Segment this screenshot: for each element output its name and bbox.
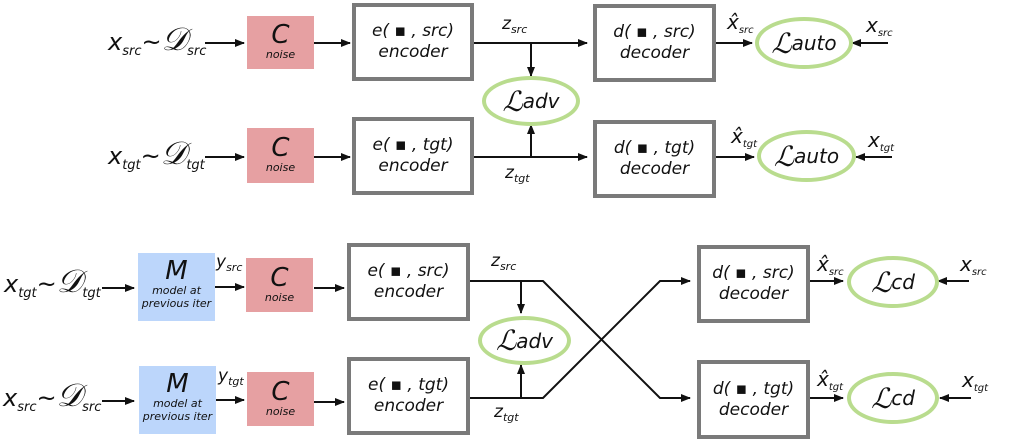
latent-label: ztgt	[505, 163, 530, 185]
input-distribution: xtgt~𝒟tgt	[108, 134, 205, 173]
previous-model-block: M model at previous iter	[138, 253, 215, 321]
input-distribution: xsrc~𝒟src	[3, 376, 102, 415]
noise-block: C noise	[246, 258, 313, 312]
target-label: xtgt	[962, 368, 989, 394]
input-distribution: xtgt~𝒟tgt	[4, 262, 101, 301]
reconstruction-label: x̂tgt	[817, 367, 844, 393]
reconstruction-label: x̂src	[817, 252, 844, 278]
decoder-block: d( ▪ , tgt) decoder	[593, 120, 716, 198]
decoder-block: d( ▪ , src) decoder	[593, 4, 716, 82]
encoder-block: e( ▪ , tgt) encoder	[352, 117, 474, 195]
input-distribution: xsrc~𝒟src	[108, 20, 207, 59]
encoder-block: e( ▪ , tgt) encoder	[347, 357, 470, 435]
noise-block: C noise	[247, 372, 314, 426]
latent-label: zsrc	[491, 251, 517, 273]
decoder-block: d( ▪ , src) decoder	[697, 245, 810, 323]
reconstruction-label: x̂tgt	[731, 124, 758, 150]
translation-label: ysrc	[216, 252, 243, 274]
target-label: xsrc	[960, 252, 987, 278]
decoder-block: d( ▪ , tgt) decoder	[697, 360, 810, 439]
encoder-block: e( ▪ , src) encoder	[347, 243, 470, 321]
noise-block: C noise	[247, 16, 314, 69]
latent-label: ztgt	[494, 402, 519, 424]
reconstruction-label: x̂src	[727, 10, 754, 36]
previous-model-block: M model at previous iter	[139, 366, 216, 434]
encoder-block: e( ▪ , src) encoder	[352, 3, 474, 81]
target-label: xsrc	[866, 13, 893, 39]
target-label: xtgt	[868, 128, 895, 154]
arrow-cross-tgt-to-src-decoder	[470, 277, 691, 399]
latent-label: zsrc	[502, 14, 528, 36]
translation-label: ytgt	[218, 366, 244, 388]
noise-block: C noise	[247, 128, 314, 183]
